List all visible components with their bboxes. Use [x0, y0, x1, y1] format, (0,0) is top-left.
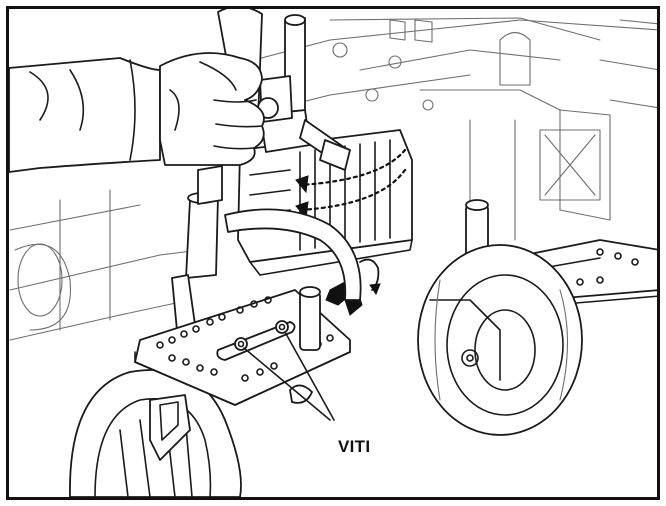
- callout-label-screws: VITI: [338, 437, 371, 456]
- right-caster-wheel: [417, 244, 583, 436]
- left-caster-wheel: [69, 369, 242, 497]
- left-footplate: [134, 286, 351, 406]
- callout-leaders: [243, 331, 335, 421]
- operator-hand: [9, 52, 265, 173]
